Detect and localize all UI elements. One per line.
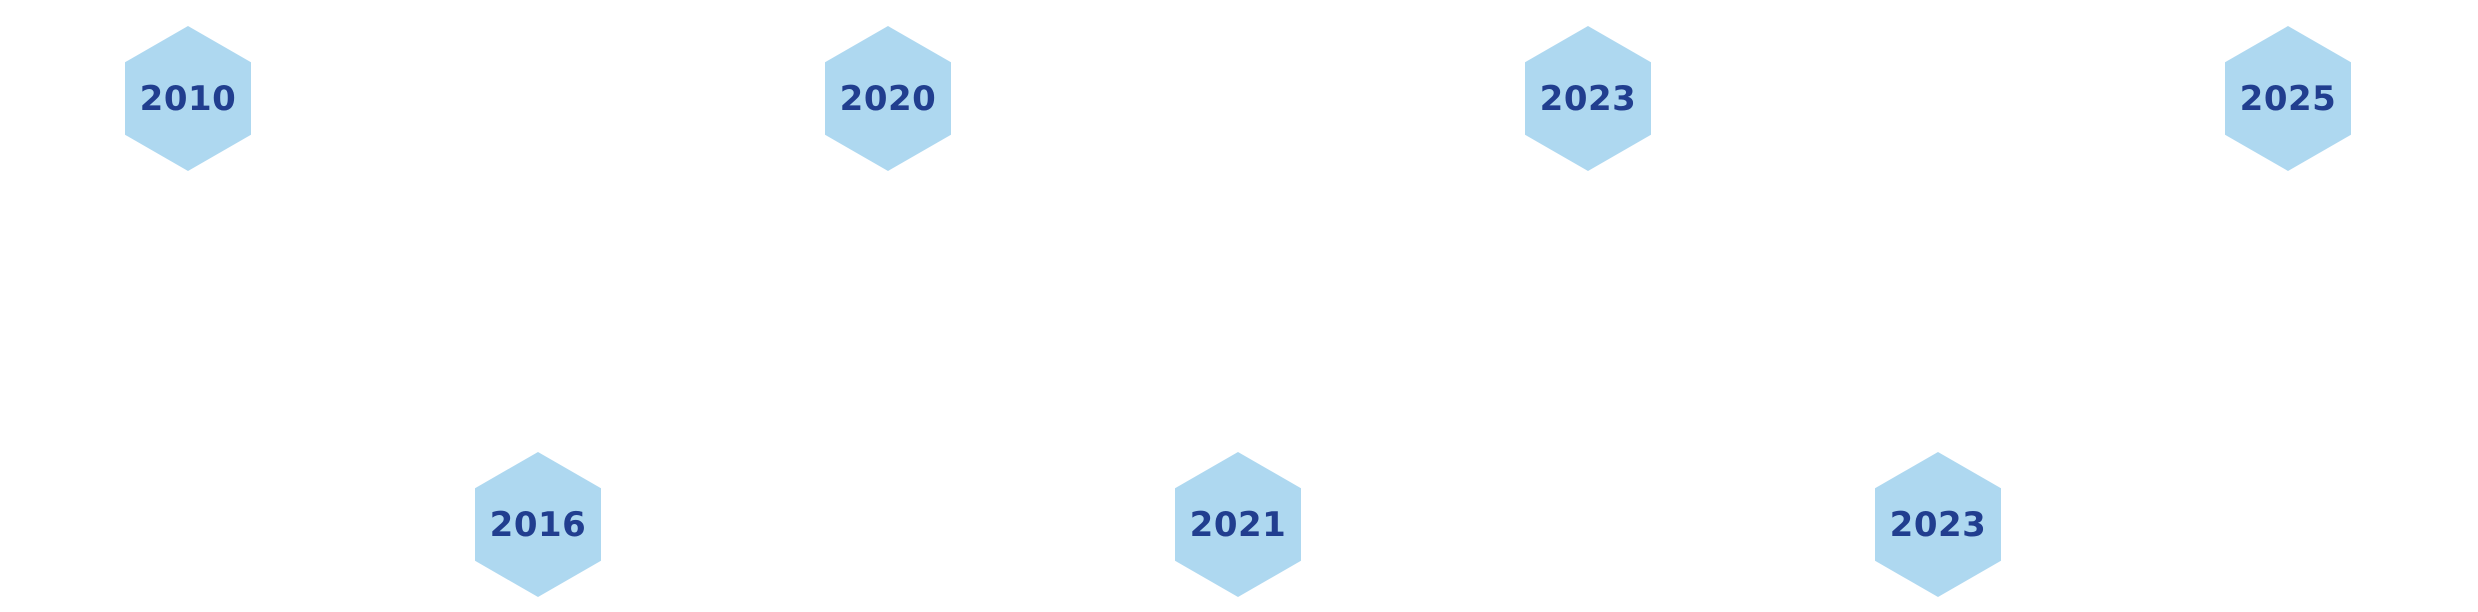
hexagon-shape xyxy=(2225,26,2351,171)
hexagon-shape xyxy=(825,26,951,171)
timeline-node: 2023 xyxy=(1525,26,1651,171)
timeline-year: 2010 xyxy=(139,78,237,119)
hexagon-shape xyxy=(1525,26,1651,171)
timeline-year: 2021 xyxy=(1189,504,1287,545)
timeline-node: 2016 xyxy=(475,452,601,597)
timeline-year: 2025 xyxy=(2239,78,2337,119)
timeline-year: 2023 xyxy=(1539,78,1637,119)
timeline-node: 2021 xyxy=(1175,452,1301,597)
hexagon-shape xyxy=(125,26,251,171)
timeline-year: 2020 xyxy=(839,78,937,119)
timeline-node: 2023 xyxy=(1875,452,2001,597)
timeline-year: 2023 xyxy=(1889,504,1987,545)
hexagon-shape xyxy=(1875,452,2001,597)
timeline-node: 2025 xyxy=(2225,26,2351,171)
timeline-year: 2016 xyxy=(489,504,587,545)
hexagon-shape xyxy=(1175,452,1301,597)
timeline-node: 2020 xyxy=(825,26,951,171)
timeline-node: 2010 xyxy=(125,26,251,171)
hexagon-shape xyxy=(475,452,601,597)
